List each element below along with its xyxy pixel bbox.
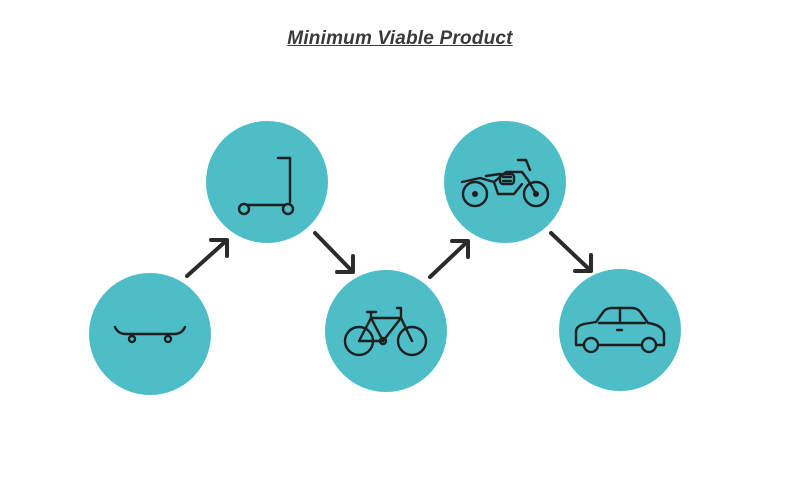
arrow-4: [549, 231, 593, 273]
stage-car: [559, 269, 681, 391]
stage-bicycle: [325, 270, 447, 392]
diagram-title: Minimum Viable Product: [287, 28, 513, 49]
motorcycle-icon: [460, 158, 550, 208]
scooter-icon: [237, 156, 295, 216]
car-icon: [574, 306, 666, 354]
arrow-1: [185, 238, 229, 278]
arrow-3: [428, 239, 470, 279]
arrow-2: [313, 231, 355, 274]
stage-skateboard: [89, 273, 211, 395]
bicycle-icon: [343, 306, 428, 357]
stage-motorcycle: [444, 121, 566, 243]
skateboard-icon: [113, 325, 187, 344]
stage-scooter: [206, 121, 328, 243]
